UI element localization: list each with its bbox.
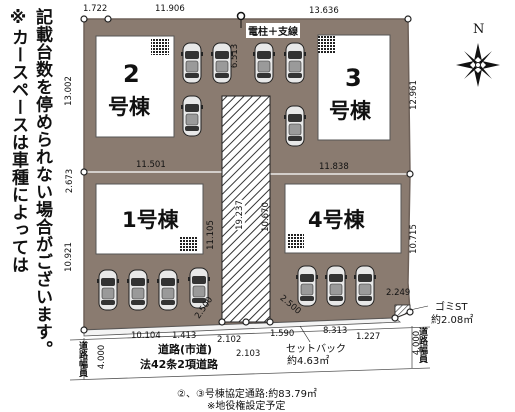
utility-pole-icon [236, 11, 246, 21]
building-2-stairs [151, 38, 169, 55]
car-1 [180, 42, 204, 84]
building-3-label: 号棟 [329, 99, 371, 123]
setback-leader [299, 325, 311, 343]
car-12 [324, 265, 348, 307]
road-name: 道路(市道) [158, 343, 213, 356]
notice-line-1: ※カースペースは車種によっては [8, 8, 28, 274]
dim-right-upper: 12.961 [408, 80, 419, 110]
footnote-agreement: ②、③号棟協定通路:約83.79㎡ [177, 389, 317, 400]
dim-corner-far: 2.249 [386, 288, 411, 298]
garbage-leader [409, 305, 429, 311]
car-11 [295, 265, 319, 307]
building-1-stairs [180, 237, 197, 252]
compass-icon [456, 43, 500, 87]
dim-bottom-f: 8.313 [323, 326, 348, 336]
dim-bottom-d: 2.103 [236, 349, 261, 359]
road-width-label-right: 道路幅員 [417, 327, 427, 363]
building-3 [317, 34, 391, 141]
dim-center-top: 6.513 [230, 43, 241, 69]
road-width-label-left: 道路幅員 [77, 341, 87, 377]
car-5 [283, 42, 307, 84]
car-9 [156, 269, 180, 311]
dim-left-lower: 10.921 [63, 242, 74, 272]
dim-top-mid: 11.906 [155, 4, 185, 14]
building-4-label: 4号棟 [308, 208, 365, 232]
building-1-label: 1号棟 [122, 208, 179, 232]
car-13 [353, 265, 377, 307]
dim-top-left: 1.722 [83, 4, 108, 14]
dim-left-upper: 13.002 [63, 76, 74, 106]
setback-area: 約4.63㎡ [287, 356, 330, 367]
building-4-stairs [287, 234, 304, 249]
building-3-stairs [318, 36, 335, 53]
dim-bottom-e: 1.590 [270, 329, 295, 339]
building-2-label: 号棟 [108, 95, 150, 119]
setback-strip [83, 317, 402, 337]
car-4 [252, 42, 276, 84]
car-7 [96, 269, 120, 311]
boundary-markers [80, 15, 414, 334]
dim-left-small: 2.673 [65, 168, 76, 194]
car-6 [283, 105, 307, 147]
dim-lane-center: 19.237 [234, 200, 245, 230]
notice-line-2: 記載台数を停められない場合がございます。 [32, 8, 52, 358]
dim-lane-left: 11.105 [205, 220, 216, 250]
dim-mid-right: 11.838 [319, 162, 349, 172]
dim-bottom-g: 1.227 [356, 332, 381, 342]
car-8 [126, 269, 150, 311]
building-3-number: 3 [345, 64, 362, 92]
road-edge-top [69, 326, 431, 341]
footnote-easement: ※地役権設定予定 [207, 401, 286, 412]
building-2-number: 2 [123, 60, 140, 88]
dim-top-right: 13.636 [309, 6, 339, 16]
dim-bottom-a: 10.104 [131, 331, 161, 341]
garbage-area: 約2.08㎡ [431, 315, 474, 326]
compass-label: N [473, 22, 485, 37]
dim-lane-right: 10.670 [260, 202, 271, 232]
dim-right-lower: 10.715 [408, 224, 419, 254]
garbage-label: ゴミST [435, 302, 468, 313]
dim-mid-left: 11.501 [136, 160, 166, 170]
car-2 [180, 95, 204, 137]
utility-pole-label: 電柱＋支線 [246, 23, 300, 38]
building-4 [284, 183, 402, 254]
road-type: 法42条2項道路 [140, 358, 218, 371]
dim-bottom-c: 2.102 [217, 335, 242, 345]
dim-road-width-left: 4.000 [97, 344, 108, 370]
setback-label: セットバック [286, 344, 346, 355]
road-edge-bottom [69, 367, 431, 381]
dim-bottom-b: 1.413 [172, 331, 197, 341]
